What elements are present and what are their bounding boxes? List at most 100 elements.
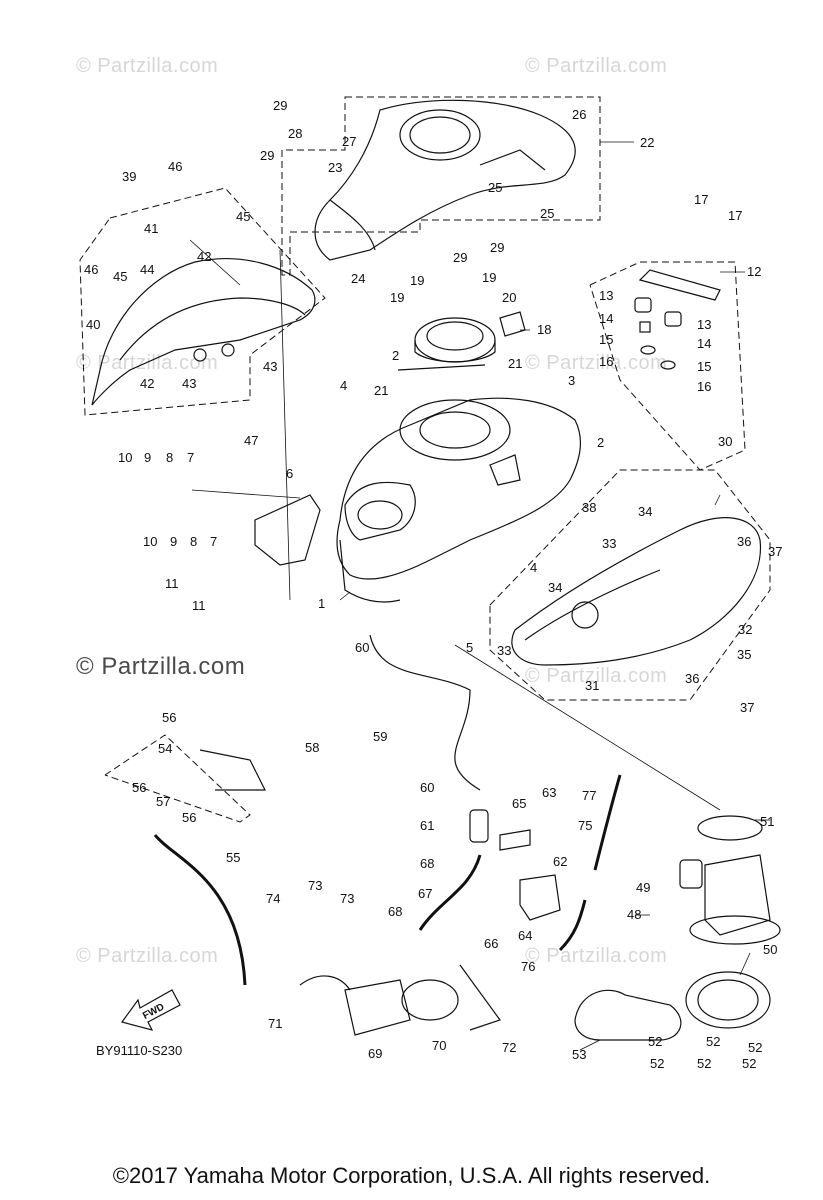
callout: 34 bbox=[548, 580, 562, 595]
callout: 48 bbox=[627, 907, 641, 922]
callout: 70 bbox=[432, 1038, 446, 1053]
callout: 52 bbox=[742, 1056, 756, 1071]
fuel-tank bbox=[336, 397, 581, 603]
fuel-cap-assembly bbox=[397, 311, 526, 371]
callout: 52 bbox=[650, 1056, 664, 1071]
side-cover bbox=[254, 494, 321, 566]
callout: 49 bbox=[636, 880, 650, 895]
callout: 43 bbox=[182, 376, 196, 391]
callout: 3 bbox=[568, 373, 575, 388]
callout: 2 bbox=[392, 348, 399, 363]
callout: 53 bbox=[572, 1047, 586, 1062]
callout: 13 bbox=[697, 317, 711, 332]
callout: 15 bbox=[697, 359, 711, 374]
callout: 26 bbox=[572, 107, 586, 122]
callout: 33 bbox=[497, 643, 511, 658]
callout: 72 bbox=[502, 1040, 516, 1055]
callout: 22 bbox=[640, 135, 654, 150]
callout: 25 bbox=[488, 180, 502, 195]
fuel-pump-assembly bbox=[679, 815, 781, 1029]
callout: 29 bbox=[260, 148, 274, 163]
callout: 42 bbox=[140, 376, 154, 391]
callout: 29 bbox=[490, 240, 504, 255]
callout: 24 bbox=[351, 271, 365, 286]
callout: 29 bbox=[273, 98, 287, 113]
callout: 67 bbox=[418, 886, 432, 901]
callout: 6 bbox=[286, 466, 293, 481]
tank-top-cover bbox=[314, 99, 576, 261]
callout: 21 bbox=[374, 383, 388, 398]
callout: 15 bbox=[599, 332, 613, 347]
callout: 16 bbox=[599, 354, 613, 369]
callout: 75 bbox=[578, 818, 592, 833]
damper-stack bbox=[634, 297, 682, 370]
group-boundaries bbox=[79, 96, 771, 823]
watermark: © Partzilla.com bbox=[76, 653, 246, 680]
callout: 4 bbox=[340, 378, 347, 393]
callout: 7 bbox=[210, 534, 217, 549]
callout: 52 bbox=[748, 1040, 762, 1055]
callout: 52 bbox=[706, 1034, 720, 1049]
leader-lines bbox=[189, 141, 770, 1051]
callout: 64 bbox=[518, 928, 532, 943]
callout: 16 bbox=[697, 379, 711, 394]
callout: 65 bbox=[512, 796, 526, 811]
callout: 1 bbox=[318, 596, 325, 611]
callout: 5 bbox=[466, 640, 473, 655]
callout: 33 bbox=[602, 536, 616, 551]
bracket bbox=[638, 269, 721, 301]
callout: 19 bbox=[390, 290, 404, 305]
callout: 63 bbox=[542, 785, 556, 800]
callout: 37 bbox=[768, 544, 782, 559]
callout: 45 bbox=[113, 269, 127, 284]
callout: 59 bbox=[373, 729, 387, 744]
callout: 62 bbox=[553, 854, 567, 869]
callout: 12 bbox=[747, 264, 761, 279]
callout: 38 bbox=[582, 500, 596, 515]
callout: 46 bbox=[84, 262, 98, 277]
callout: 14 bbox=[697, 336, 711, 351]
callout: 7 bbox=[187, 450, 194, 465]
callout: 18 bbox=[537, 322, 551, 337]
callout: 56 bbox=[132, 780, 146, 795]
callout: 17 bbox=[694, 192, 708, 207]
callout: 11 bbox=[192, 598, 206, 613]
callout: 2 bbox=[597, 435, 604, 450]
callout: 55 bbox=[226, 850, 240, 865]
callout: 21 bbox=[508, 356, 522, 371]
callout: 44 bbox=[140, 262, 154, 277]
callout: 54 bbox=[158, 741, 172, 756]
callout: 68 bbox=[420, 856, 434, 871]
callout: 56 bbox=[182, 810, 196, 825]
callout: 4 bbox=[530, 560, 537, 575]
callout: 30 bbox=[718, 434, 732, 449]
callout: 52 bbox=[648, 1034, 662, 1049]
callout: 32 bbox=[738, 622, 752, 637]
callout: 74 bbox=[266, 891, 280, 906]
callout: 40 bbox=[86, 317, 100, 332]
callout: 61 bbox=[420, 818, 434, 833]
callout: 45 bbox=[236, 209, 250, 224]
callout: 41 bbox=[144, 221, 158, 236]
callout: 47 bbox=[244, 433, 258, 448]
watermark: © Partzilla.com bbox=[525, 55, 668, 77]
fuel-filter bbox=[469, 809, 561, 921]
callout: 8 bbox=[190, 534, 197, 549]
callout: 60 bbox=[420, 780, 434, 795]
callout: 19 bbox=[482, 270, 496, 285]
callout: 34 bbox=[638, 504, 652, 519]
seat bbox=[511, 517, 762, 666]
callout: 77 bbox=[582, 788, 596, 803]
callout: 25 bbox=[540, 206, 554, 221]
callout: 66 bbox=[484, 936, 498, 951]
callout: 46 bbox=[168, 159, 182, 174]
callout: 73 bbox=[308, 878, 322, 893]
callout: 39 bbox=[122, 169, 136, 184]
callout: 9 bbox=[144, 450, 151, 465]
callout: 35 bbox=[737, 647, 751, 662]
canister bbox=[299, 964, 501, 1036]
callout: 42 bbox=[197, 249, 211, 264]
callout: 23 bbox=[328, 160, 342, 175]
watermark: © Partzilla.com bbox=[76, 945, 219, 967]
callout: 57 bbox=[156, 794, 170, 809]
